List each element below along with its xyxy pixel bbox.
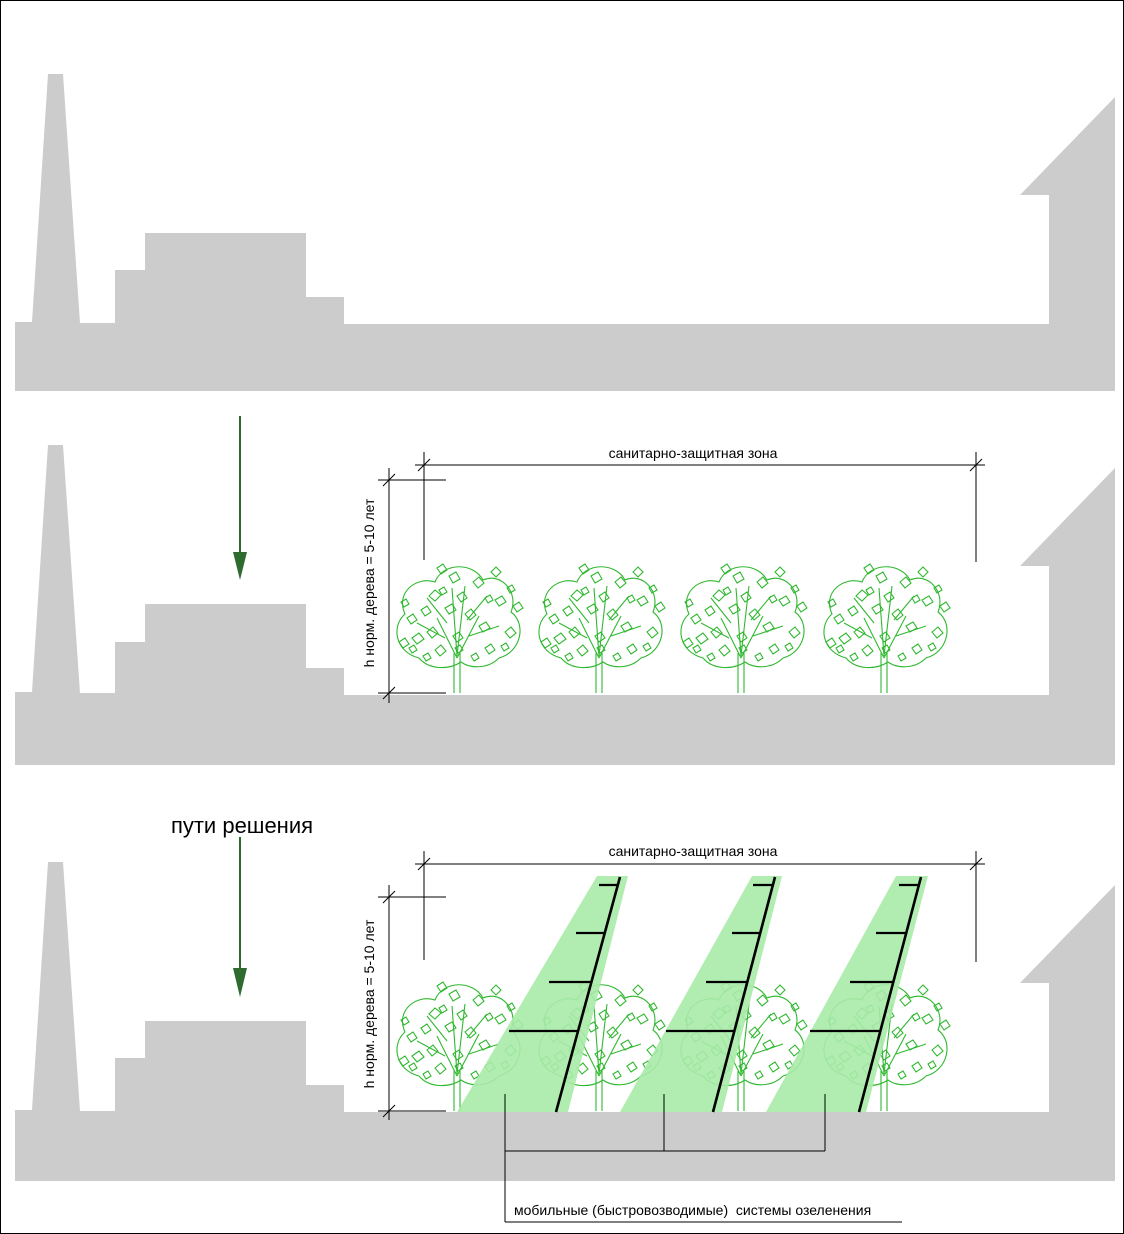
tree-row [396, 563, 951, 694]
tree-height-label: h норм. дерева = 5-10 лет [361, 498, 377, 667]
zone-label: санитарно-защитная зона [609, 445, 778, 461]
zone-label: санитарно-защитная зона [609, 843, 778, 859]
zone-dimension: санитарно-защитная зона [415, 843, 985, 962]
mobile-greening-structures [457, 876, 928, 1113]
panel-mobile-greening: пути решения санитарно-защитная зона h н… [15, 813, 1115, 1223]
tree [823, 563, 951, 694]
tree [396, 563, 524, 694]
industrial-ground-silhouette [15, 74, 1115, 391]
mobile-green-structure [620, 876, 782, 1113]
industrial-ground-silhouette [15, 445, 1115, 765]
mobile-green-structure [766, 876, 928, 1113]
tree-height-dimension: h норм. дерева = 5-10 лет [361, 468, 446, 703]
industrial-ground-silhouette [15, 862, 1115, 1181]
downward-arrow [233, 837, 247, 997]
solution-heading: пути решения [171, 813, 313, 838]
mobile-systems-label: мобильные (быстровозводимые) системы озе… [514, 1202, 871, 1218]
mobile-systems-leader [504, 1094, 902, 1223]
tree [538, 563, 666, 694]
zone-dimension: санитарно-защитная зона [415, 445, 985, 562]
panel-current-state [15, 74, 1115, 391]
downward-arrow [233, 416, 247, 580]
panel-tree-buffer: санитарно-защитная зона h норм. дерева =… [15, 416, 1115, 765]
tree [680, 563, 808, 694]
mobile-green-structure [457, 876, 628, 1113]
tree-height-label: h норм. дерева = 5-10 лет [361, 919, 377, 1088]
tree-height-dimension: h норм. дерева = 5-10 лет [361, 885, 446, 1120]
